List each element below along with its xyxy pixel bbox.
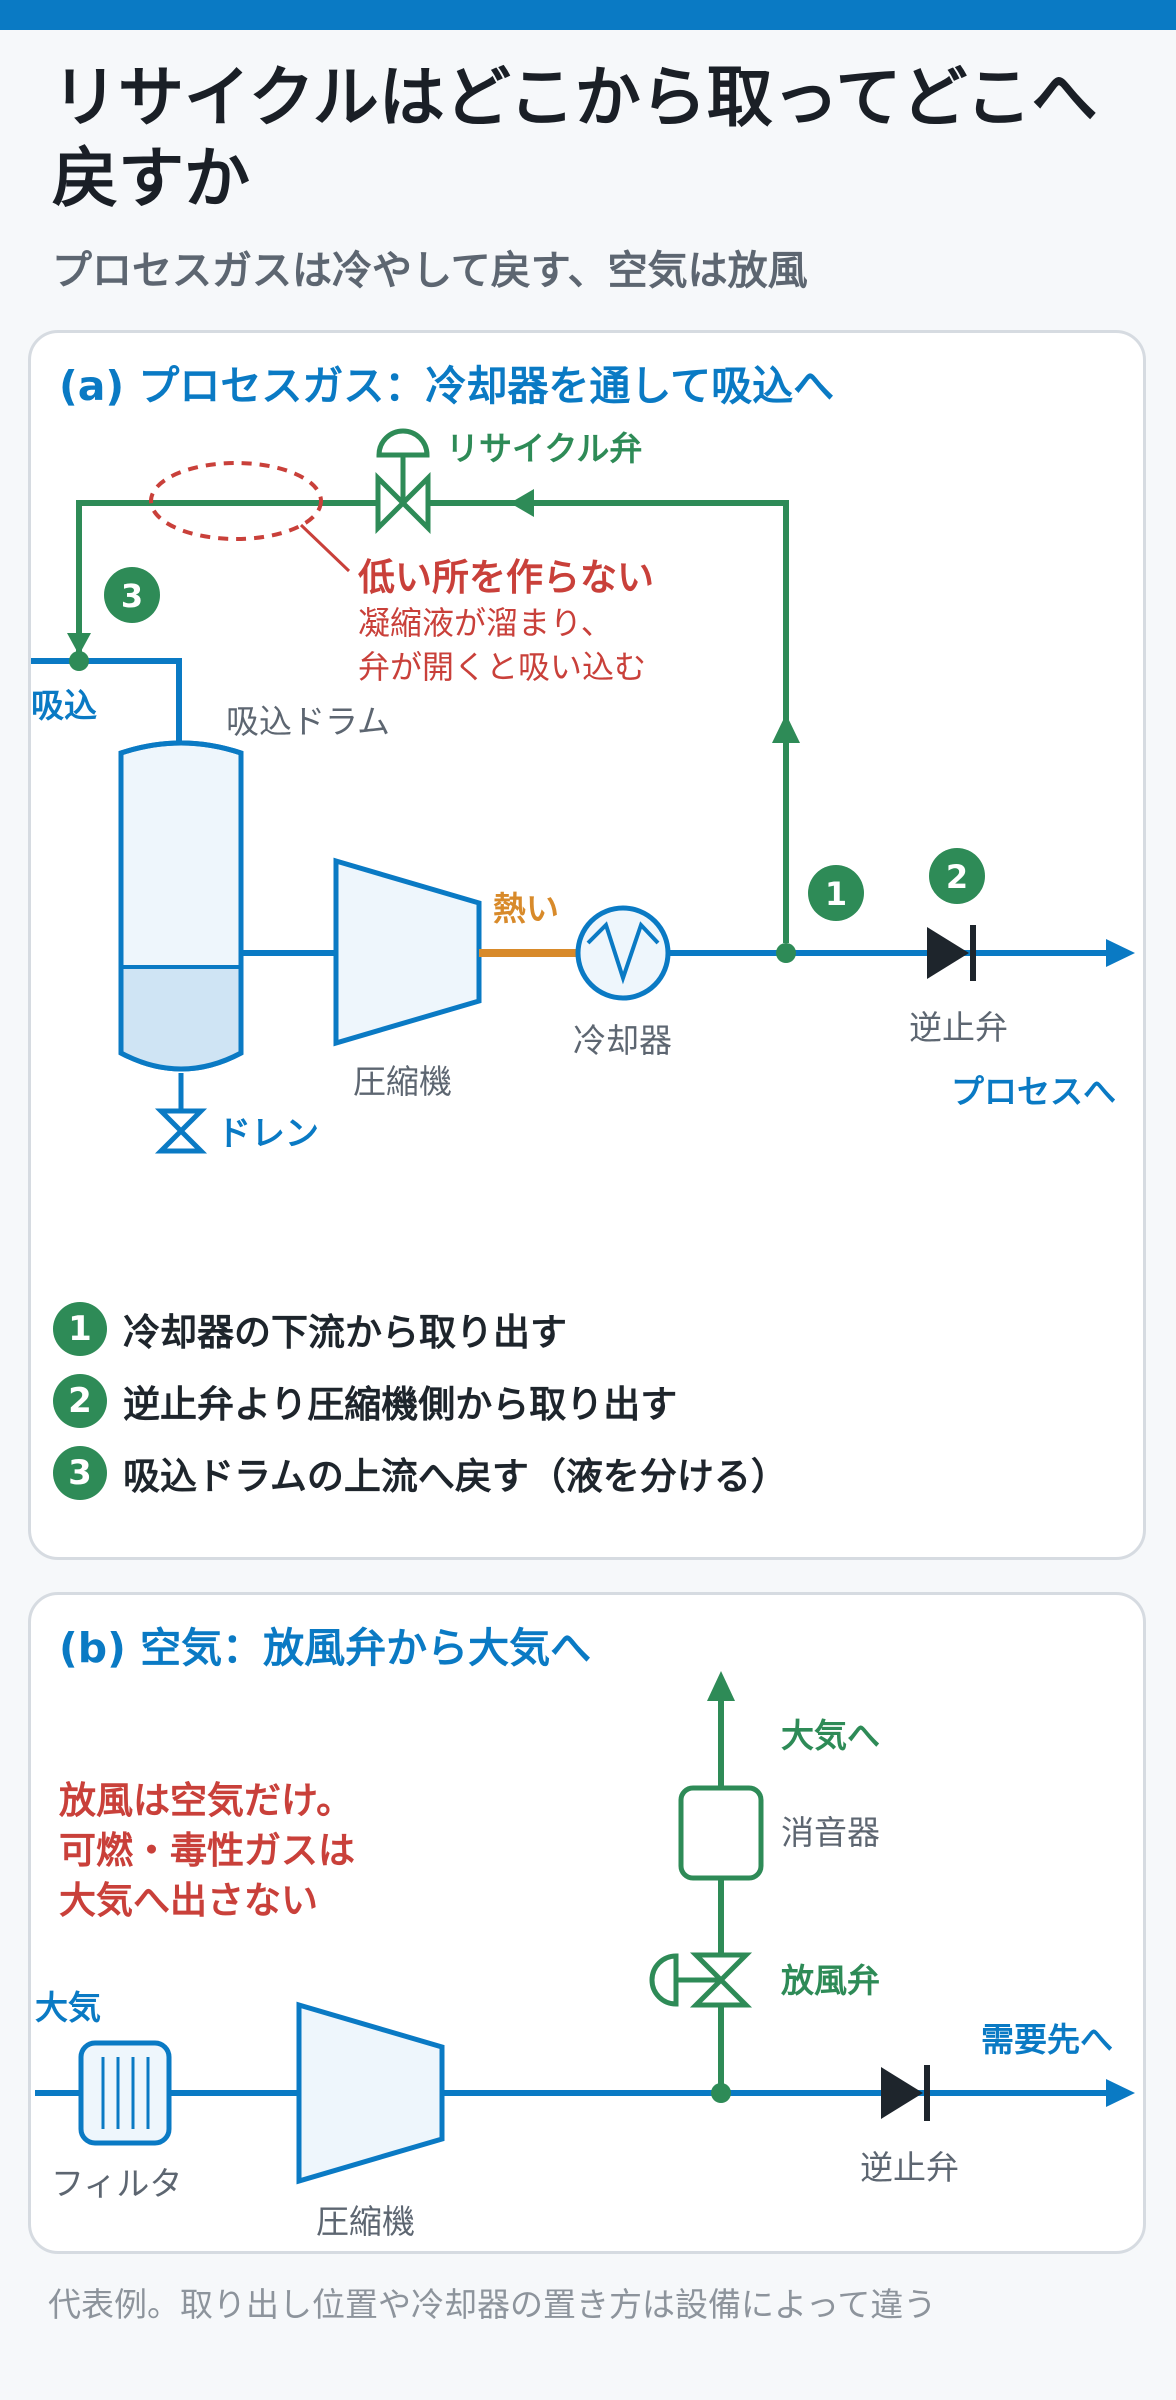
filter-icon [78, 2040, 172, 2146]
blowoff-valve-label: 放風弁 [781, 1961, 880, 2000]
recycle-valve-icon[interactable] [375, 428, 431, 535]
page-subtitle: プロセスガスは冷やして戻す、空気は放風 [52, 248, 808, 294]
check-valve-label: 逆止弁 [909, 1008, 1008, 1047]
air-compressor-label: 圧縮機 [316, 2202, 415, 2241]
consumer-flow-arrow [1106, 2079, 1135, 2107]
panel-a-heading: (a) プロセスガス：冷却器を通して吸込へ [59, 362, 834, 410]
silencer-icon [678, 1785, 764, 1881]
cooler-label: 冷却器 [573, 1021, 672, 1060]
air-compressor-icon [296, 2001, 445, 2185]
suction-drum-icon [118, 740, 244, 1072]
marker-3-circle [104, 567, 160, 623]
panel-process-gas: (a) プロセスガス：冷却器を通して吸込へ リサイクル弁 低い所を作らない 凝縮… [28, 330, 1146, 1560]
note-text: 吸込ドラムの上流へ戻す（液を分ける） [123, 1455, 788, 1498]
recycle-valve-label: リサイクル弁 [446, 429, 642, 468]
compressor-icon [333, 857, 482, 1047]
recycle-takeoff-junction [776, 943, 796, 963]
recycle-flow-arrow-up [772, 714, 800, 743]
marker-1-circle [808, 865, 864, 921]
to-consumer-label: 需要先へ [981, 2020, 1113, 2059]
to-process-label: プロセスへ [951, 1072, 1116, 1111]
low-point-warning-title: 低い所を作らない [358, 556, 654, 599]
atmosphere-inlet-label: 大気 [35, 1988, 101, 2027]
note-number-badge: 1 [53, 1302, 107, 1356]
note-text: 逆止弁より圧縮機側から取り出す [123, 1383, 678, 1426]
to-atmosphere-label: 大気へ [781, 1716, 880, 1755]
note-item: 2 逆止弁より圧縮機側から取り出す [53, 1365, 788, 1437]
page-title: リサイクルはどこから取ってどこへ戻すか [52, 59, 1098, 217]
drain-valve-icon[interactable] [154, 1108, 208, 1154]
note-text: 冷却器の下流から取り出す [123, 1311, 567, 1354]
check-valve-icon [927, 925, 976, 981]
marker-1-label: 1 [825, 875, 847, 913]
suction-label: 吸込 [31, 686, 97, 725]
panel-air: (b) 空気：放風弁から大気へ 放風は空気だけ。 可燃・毒性ガスは 大気へ出さな… [28, 1592, 1146, 2254]
cooler-icon [575, 905, 671, 1001]
air-check-valve-icon [881, 2065, 930, 2121]
compressor-label: 圧縮機 [353, 1062, 452, 1101]
recycle-notes-list: 1 冷却器の下流から取り出す 2 逆止弁より圧縮機側から取り出す 3 吸込ドラム… [53, 1293, 788, 1509]
low-point-warning-line2: 弁が開くと吸い込む [358, 648, 646, 686]
footnote: 代表例。取り出し位置や冷却器の置き方は設備によって違う [48, 2285, 937, 2324]
blowoff-takeoff-junction [711, 2083, 731, 2103]
marker-2-circle [929, 848, 985, 904]
recycle-flow-arrow-left [510, 489, 534, 517]
marker-3-label: 3 [121, 577, 143, 615]
blowoff-valve-icon[interactable] [649, 1952, 753, 2008]
top-accent-bar [0, 0, 1176, 30]
low-point-ellipse [149, 461, 323, 541]
recycle-return-junction [69, 651, 89, 671]
process-gas-diagram: (a) プロセスガス：冷却器を通して吸込へ リサイクル弁 低い所を作らない 凝縮… [31, 362, 1135, 1154]
warning-leader-line [299, 523, 351, 573]
air-blowoff-diagram: (b) 空気：放風弁から大気へ 放風は空気だけ。 可燃・毒性ガスは 大気へ出さな… [35, 1624, 1135, 2241]
air-check-valve-label: 逆止弁 [860, 2148, 959, 2187]
suction-drum-label: 吸込ドラム [226, 702, 390, 741]
note-item: 1 冷却器の下流から取り出す [53, 1293, 788, 1365]
marker-2-label: 2 [946, 858, 968, 896]
note-number-badge: 2 [53, 1374, 107, 1428]
air-warning-line3: 大気へ出さない [59, 1879, 318, 1922]
silencer-label: 消音器 [781, 1813, 880, 1852]
note-number-badge: 3 [53, 1446, 107, 1500]
filter-label: フィルタ [51, 2164, 182, 2203]
panel-b-heading: (b) 空気：放風弁から大気へ [59, 1624, 591, 1672]
air-warning-line2: 可燃・毒性ガスは [59, 1829, 355, 1872]
low-point-warning-line1: 凝縮液が溜まり、 [358, 604, 613, 642]
recycle-flow-arrow-down [67, 633, 91, 655]
note-item: 3 吸込ドラムの上流へ戻す（液を分ける） [53, 1437, 788, 1509]
drain-label: ドレン [217, 1114, 319, 1154]
atmosphere-flow-arrow [707, 1671, 735, 1701]
process-flow-arrow [1106, 939, 1135, 967]
hot-label: 熱い [493, 889, 559, 928]
air-warning-line1: 放風は空気だけ。 [59, 1779, 353, 1822]
